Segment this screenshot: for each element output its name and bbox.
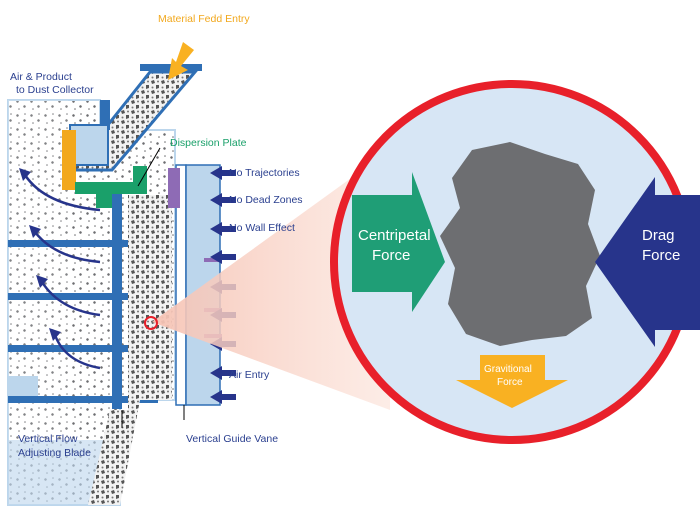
particle-icon xyxy=(440,142,600,346)
no-trajectories-label: No Trajectories xyxy=(229,167,300,179)
no-dead-zones-label: No Dead Zones xyxy=(229,194,303,206)
centripetal-force-label-line2: Force xyxy=(372,247,410,264)
centripetal-force-label-line1: Centripetal xyxy=(358,227,431,244)
vertical-guide-vane xyxy=(175,164,221,420)
dust-collector-outlet xyxy=(62,124,109,190)
centripetal-force-arrow xyxy=(352,172,445,312)
gravitational-force-label-line2: Force xyxy=(497,377,523,388)
zoom-source-marker xyxy=(144,316,158,330)
material-feed-entry-label: Material Fedd Entry xyxy=(158,13,250,25)
gravitational-force-label-line1: Gravitional xyxy=(484,364,532,375)
dispersion-plate-label: Dispersion Plate xyxy=(170,137,247,149)
air-product-label-line2: to Dust Collector xyxy=(16,84,94,96)
gravitational-force-arrow xyxy=(456,355,568,408)
air-entry-label: Air Entry xyxy=(229,369,270,381)
vertical-flow-label-line1: Vertical Flow xyxy=(18,433,78,445)
vertical-flow-label-line2: Adjusting Blade xyxy=(18,447,91,459)
vertical-guide-vane-label: Vertical Guide Vane xyxy=(186,433,278,445)
swirl-arrows xyxy=(23,174,101,370)
zoom-cone xyxy=(152,150,390,410)
swirl-arrowheads xyxy=(19,168,61,341)
drag-force-label-line1: Drag xyxy=(642,227,675,244)
drag-force-arrow xyxy=(595,177,700,347)
air-product-label-line1: Air & Product xyxy=(10,71,72,83)
particle-stream xyxy=(88,195,172,505)
leader-lines xyxy=(121,147,161,428)
feed-arrow-icon xyxy=(168,42,194,80)
no-wall-effect-label: No Wall Effect xyxy=(229,222,295,234)
drag-force-label-line2: Force xyxy=(642,247,680,264)
